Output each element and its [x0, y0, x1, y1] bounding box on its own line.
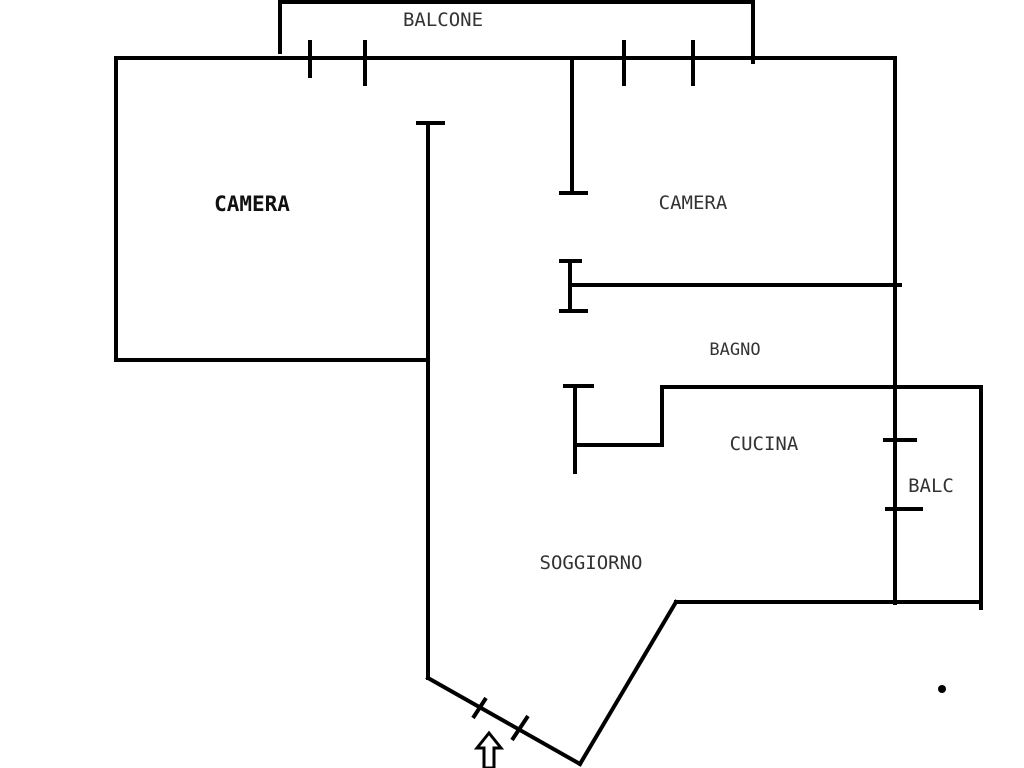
living-diagonal-right-wall: [577, 599, 679, 767]
label-cucina: CUCINA: [730, 433, 799, 455]
label-soggiorno: SOGGIORNO: [540, 552, 643, 574]
window-marks: [308, 40, 695, 742]
walls: [114, 0, 983, 767]
entrance-tick: [471, 696, 488, 720]
living-diagonal-left-wall: [425, 675, 583, 767]
balcony-wall: [278, 0, 755, 64]
label-balc: BALC: [908, 475, 954, 497]
label-camera-right: CAMERA: [659, 192, 728, 214]
label-camera-left: CAMERA: [214, 192, 290, 216]
dot-mark: [938, 685, 946, 693]
up-arrow-icon: [473, 730, 505, 768]
kitchen-wall: [573, 385, 983, 447]
label-bagno: BAGNO: [709, 340, 760, 360]
entrance-tick: [510, 714, 530, 742]
label-balcone: BALCONE: [403, 9, 483, 31]
